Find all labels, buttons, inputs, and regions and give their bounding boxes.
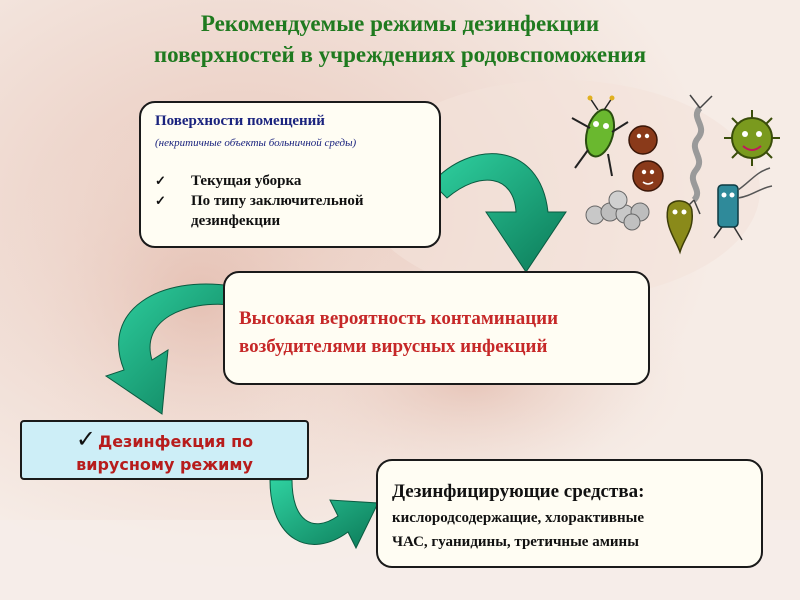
title-line-2: поверхностей в учреждениях родовспоможен…: [153, 42, 647, 67]
list-item-label: По типу заключительной дезинфекции: [191, 193, 364, 229]
surfaces-box: Поверхности помещений (некритичные объек…: [139, 101, 441, 248]
risk-line-1: Высокая вероятность контаминации: [239, 308, 559, 329]
disinfectants-heading: Дезинфицирующие средства:: [392, 481, 645, 502]
contamination-risk-box: Высокая вероятность контаминации возбуди…: [223, 271, 650, 385]
check-icon: ✓: [155, 173, 166, 188]
check-icon: ✓: [75, 425, 96, 453]
spiral-bacterium-icon: [681, 94, 713, 215]
surfaces-list: ✓ Текущая уборка ✓ По типу заключительно…: [155, 171, 427, 231]
curved-arrow-icon: [269, 479, 379, 550]
mode-line-1: Дезинфекция по: [97, 432, 254, 451]
surfaces-subheading: (некритичные объекты больничной среды): [155, 137, 357, 149]
disinfectants-box: Дезинфицирующие средства: кислородсодерж…: [376, 459, 763, 568]
brown-coccus-icon: [628, 125, 664, 192]
page-title: Рекомендуемые режимы дезинфекции поверхн…: [40, 8, 760, 70]
curved-arrow-icon: [104, 283, 233, 415]
surfaces-heading: Поверхности помещений: [155, 113, 325, 129]
disinfectants-line-2: ЧАС, гуанидины, третичные амины: [392, 534, 639, 550]
mode-line-2: вирусному режиму: [76, 455, 253, 474]
disinfectants-line-1: кислородсодержащие, хлорактивные: [392, 510, 645, 526]
grey-cocci-cluster-icon: [585, 190, 650, 231]
disinfection-mode-box: ✓Дезинфекция по вирусному режиму: [20, 420, 309, 480]
green-bacterium-icon: [571, 95, 629, 177]
title-line-1: Рекомендуемые режимы дезинфекции: [200, 11, 600, 36]
risk-line-2: возбудителями вирусных инфекций: [239, 336, 548, 357]
curved-arrow-icon: [431, 153, 567, 273]
check-icon: ✓: [155, 193, 166, 208]
teal-bacterium-icon: [713, 167, 773, 241]
list-item: ✓ Текущая уборка: [155, 171, 427, 191]
olive-bacterium-icon: [666, 200, 693, 255]
green-virus-icon: [724, 110, 780, 166]
list-item: ✓ По типу заключительной дезинфекции: [155, 191, 427, 231]
list-item-label: Текущая уборка: [191, 173, 302, 189]
